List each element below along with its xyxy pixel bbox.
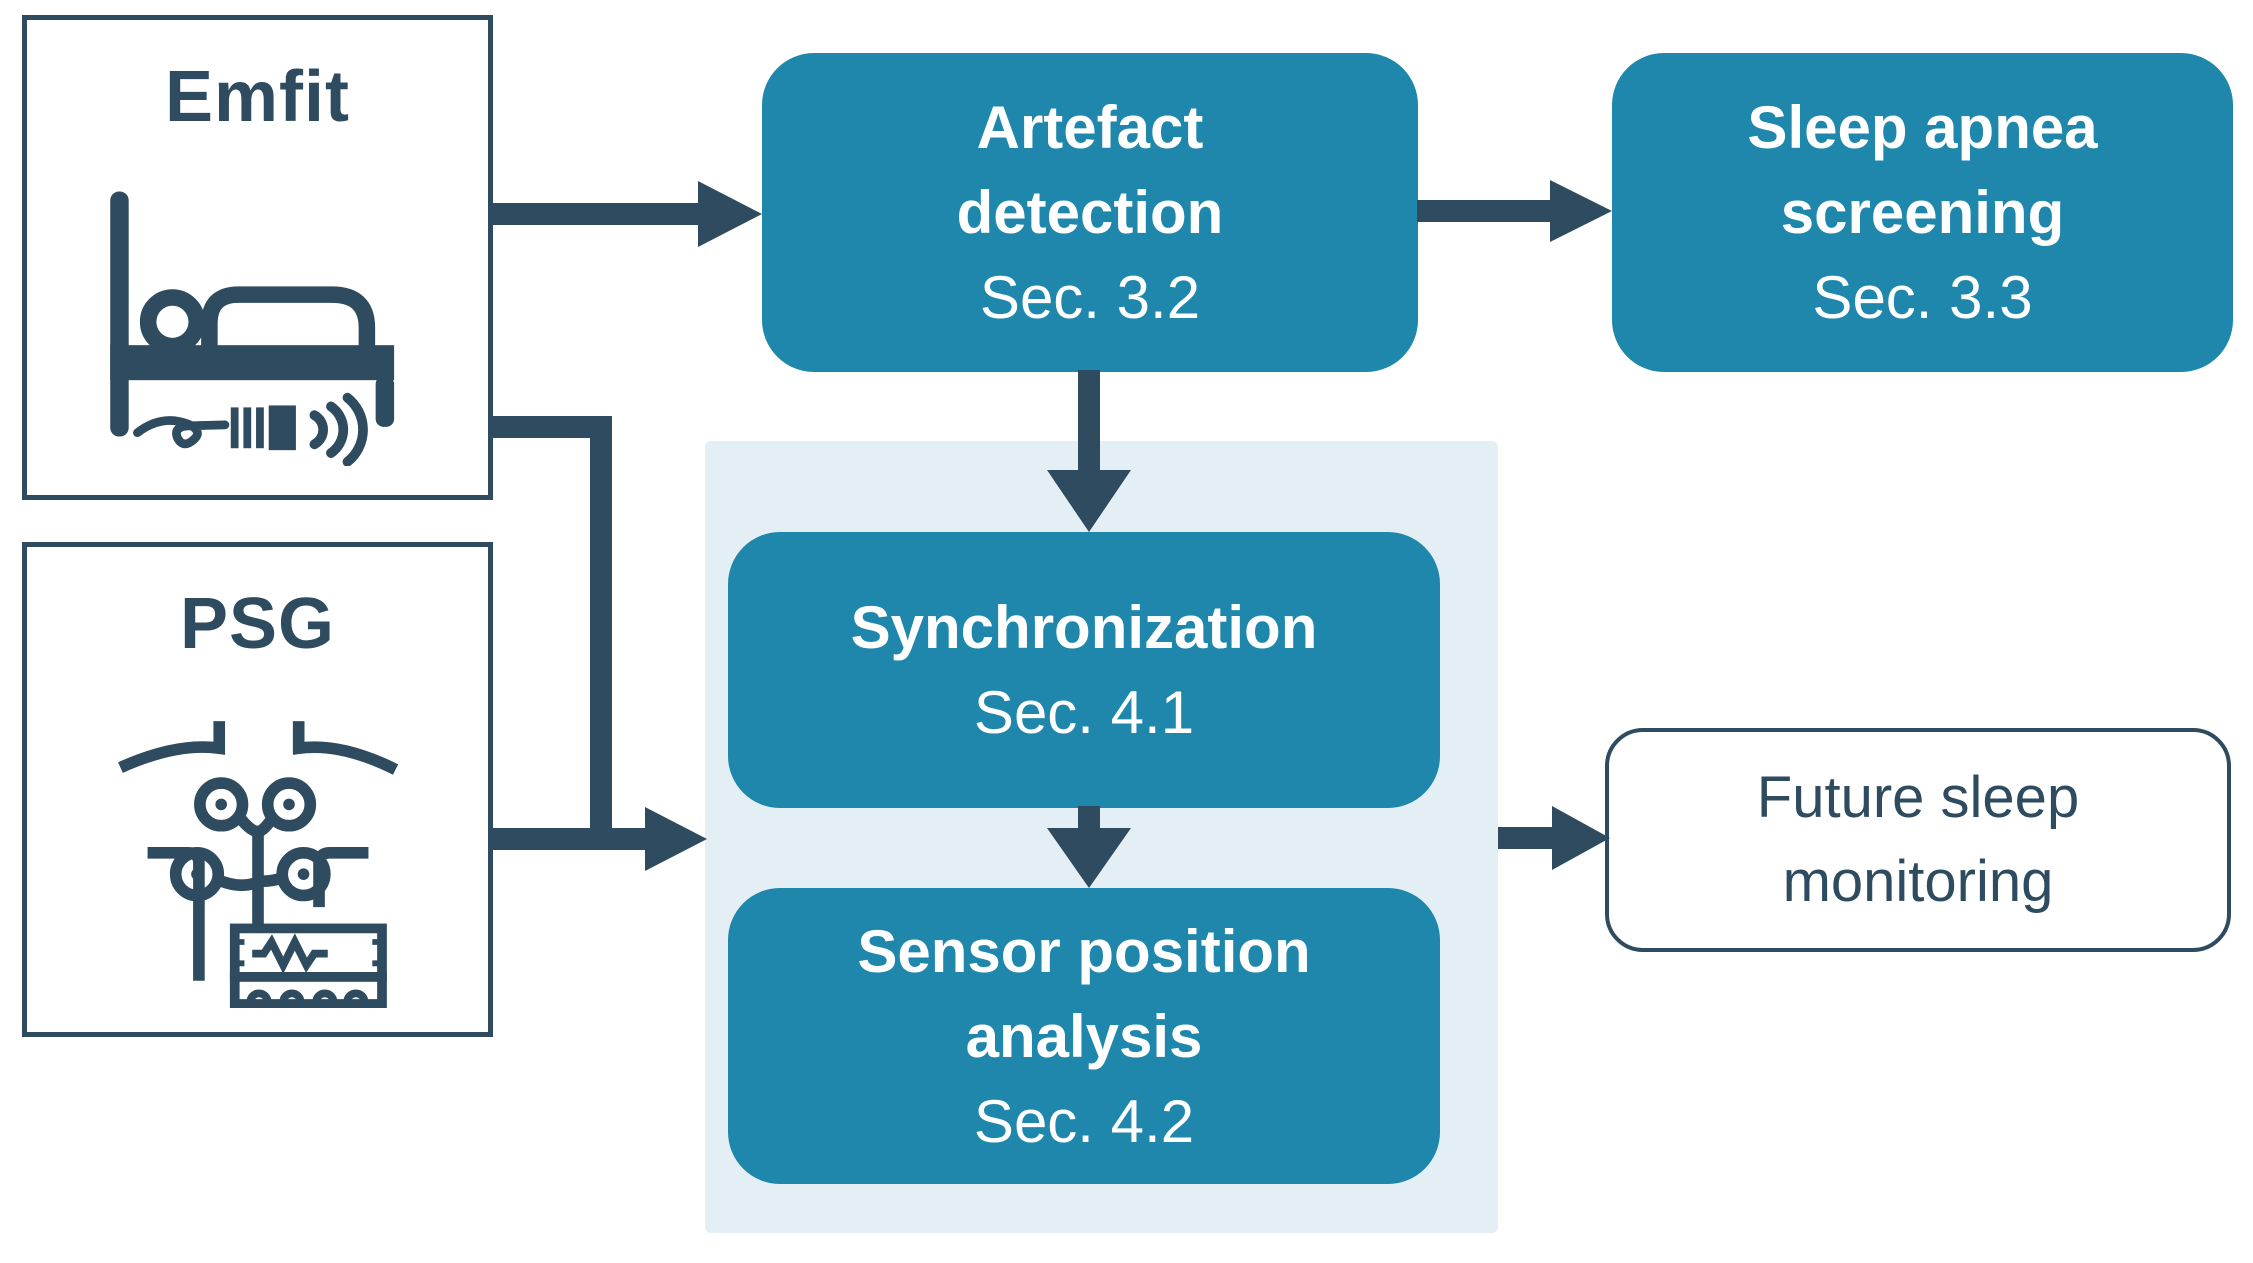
future-sleep-line2: monitoring <box>1782 849 2054 914</box>
sleep-apnea-section: Sec. 3.3 <box>1812 264 2033 331</box>
artefact-detection-section: Sec. 3.2 <box>979 264 1201 331</box>
arrow-panel-to-future-monitoring <box>1498 806 1610 870</box>
sleep-apnea-line1: Sleep apnea <box>1747 94 2098 161</box>
sensor-position-section: Sec. 4.2 <box>973 1087 1195 1155</box>
sensor-position-line2: analysis <box>965 1002 1203 1070</box>
artefact-detection-line1: Artefact <box>976 94 1204 161</box>
arrow-emfit-to-artefact <box>491 181 762 247</box>
artefact-detection-line2: detection <box>956 179 1224 246</box>
node-artefact-detection: Artefact detection Sec. 3.2 <box>762 53 1418 372</box>
node-sleep-apnea-screening: Sleep apnea screening Sec. 3.3 <box>1612 53 2233 372</box>
future-sleep-line1: Future sleep <box>1756 765 2080 830</box>
psg-label: PSG <box>179 584 336 664</box>
arrow-synchronization-to-sensor-position <box>1047 806 1131 888</box>
node-synchronization: Synchronization Sec. 4.1 <box>728 532 1440 808</box>
node-future-sleep-monitoring: Future sleep monitoring <box>1605 728 2231 952</box>
synchronization-line1: Synchronization <box>850 594 1318 661</box>
node-psg: PSG <box>22 542 493 1037</box>
synchronization-section: Sec. 4.1 <box>973 679 1195 746</box>
node-sensor-position-analysis: Sensor position analysis Sec. 4.2 <box>728 888 1440 1184</box>
node-emfit: Emfit <box>22 15 493 500</box>
bed-sensor-icon <box>27 137 488 495</box>
emfit-label: Emfit <box>165 57 350 137</box>
arrow-artefact-to-synchronization <box>1047 370 1131 532</box>
sleep-apnea-line2: screening <box>1780 179 2065 246</box>
arrow-artefact-to-sleep-apnea <box>1417 180 1612 242</box>
arrow-emfit-psg-merged-to-panel <box>491 416 707 871</box>
psg-electrodes-icon <box>27 664 488 1032</box>
sensor-position-line1: Sensor position <box>857 917 1311 985</box>
